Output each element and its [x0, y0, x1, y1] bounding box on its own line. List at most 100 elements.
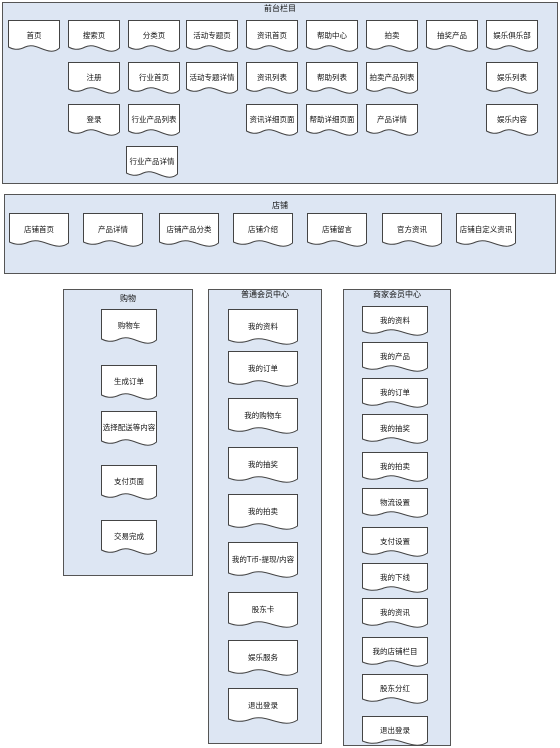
front-node-label: 娱乐内容 — [497, 114, 527, 124]
shop-node: 产品详情 — [83, 213, 143, 249]
member-node-shape — [228, 309, 298, 345]
front-node: 娱乐内容 — [486, 104, 538, 138]
shop-node-label: 店铺自定义资讯 — [459, 224, 513, 234]
member-node: 我的拍卖 — [228, 494, 298, 532]
front-node-label: 搜索页 — [82, 30, 106, 40]
shop-node: 店铺首页 — [9, 213, 69, 249]
merchant-node-label: 退出登录 — [380, 725, 410, 735]
front-node-shape — [128, 62, 180, 94]
cart-node-shape — [101, 309, 157, 344]
front-node-label: 娱乐列表 — [497, 72, 527, 82]
front-node-label: 首页 — [26, 30, 42, 40]
member-node-label: 娱乐服务 — [248, 652, 278, 662]
front-node: 分类页 — [128, 20, 180, 54]
front-node-label: 行业产品列表 — [131, 114, 177, 124]
shop-node-shape — [83, 213, 143, 247]
merchant-node: 物流设置 — [362, 488, 428, 520]
front-node: 资讯首页 — [246, 20, 298, 54]
merchant-node: 我的资讯 — [362, 598, 428, 630]
front-node-label: 拍卖产品列表 — [369, 72, 415, 82]
front-node-shape — [246, 62, 298, 94]
shop-node-label: 店铺首页 — [24, 224, 54, 234]
merchant-node: 我的产品 — [362, 342, 428, 374]
shop-node: 官方资讯 — [382, 213, 442, 249]
shop-node-shape — [159, 213, 219, 247]
front-node-label: 行业首页 — [139, 72, 169, 82]
shop-node: 店铺留言 — [307, 213, 367, 249]
cart-node: 选择配送等内容 — [101, 411, 157, 448]
member-node-label: 我的拍卖 — [248, 506, 278, 516]
front-node-label: 娱乐俱乐部 — [493, 30, 531, 40]
merchant-node-shape — [362, 637, 428, 667]
front-node-shape — [246, 104, 298, 136]
merchant-node-shape — [362, 342, 428, 372]
shop-node: 店铺自定义资讯 — [456, 213, 516, 249]
member-node-shape — [228, 542, 298, 578]
merchant-panel-title: 商家会员中心 — [373, 290, 421, 299]
member-node: 退出登录 — [228, 688, 298, 726]
merchant-node: 我的拍卖 — [362, 452, 428, 484]
merchant-node: 我的下线 — [362, 563, 428, 595]
member-node-label: 我的订单 — [248, 363, 278, 373]
shop-node-shape — [9, 213, 69, 247]
member-node: 我的资料 — [228, 309, 298, 347]
merchant-node-shape — [362, 563, 428, 593]
front-node-shape — [68, 62, 120, 94]
front-node-label: 产品详情 — [377, 114, 407, 124]
front-node-shape — [68, 104, 120, 136]
front-node: 帮助中心 — [306, 20, 358, 54]
member-node: 我的购物车 — [228, 398, 298, 436]
merchant-node-shape — [362, 488, 428, 518]
merchant-node: 我的资料 — [362, 306, 428, 338]
member-node-shape — [228, 688, 298, 724]
cart-node-label: 选择配送等内容 — [102, 423, 156, 432]
front-node-shape — [366, 62, 418, 94]
merchant-node-shape — [362, 378, 428, 408]
front-node-label: 抽奖产品 — [437, 30, 467, 40]
shop-node-label: 店铺留言 — [322, 224, 352, 234]
member-node-label: 我的抽奖 — [248, 459, 278, 469]
shop-node-label: 店铺产品分类 — [166, 224, 212, 234]
merchant-node-label: 我的店铺栏目 — [372, 646, 418, 656]
front-node-shape — [8, 20, 60, 52]
front-node: 登录 — [68, 104, 120, 138]
cart-node-shape — [101, 520, 157, 555]
front-node-shape — [246, 20, 298, 52]
front-node-shape — [426, 20, 478, 52]
member-node-label: 我的T币-提现/内容 — [231, 554, 295, 564]
shop-node: 店铺介绍 — [233, 213, 293, 249]
merchant-node-shape — [362, 598, 428, 628]
front-node: 活动专题页 — [186, 20, 238, 54]
front-node-shape — [306, 20, 358, 52]
front-node-shape — [128, 104, 180, 136]
front-node-shape — [486, 62, 538, 94]
merchant-node: 退出登录 — [362, 716, 428, 748]
front-node-shape — [68, 20, 120, 52]
shop-panel-title: 店铺 — [272, 201, 288, 210]
front-node-label: 行业产品详情 — [129, 156, 175, 166]
merchant-node-shape — [362, 306, 428, 336]
cart-node-label: 生成订单 — [114, 377, 144, 386]
front-node-shape — [486, 20, 538, 52]
member-node-shape — [228, 592, 298, 628]
cart-node-label: 支付页面 — [114, 477, 144, 486]
shop-node-label: 产品详情 — [98, 224, 128, 234]
member-node: 我的T币-提现/内容 — [228, 542, 298, 580]
member-node: 娱乐服务 — [228, 640, 298, 678]
front-node-label: 登录 — [86, 114, 102, 124]
front-node: 行业产品详情 — [126, 146, 178, 180]
front-node: 抽奖产品 — [426, 20, 478, 54]
cart-node: 交易完成 — [101, 520, 157, 557]
member-node: 我的抽奖 — [228, 447, 298, 485]
front-node: 帮助详细页面 — [306, 104, 358, 138]
front-node-shape — [128, 20, 180, 52]
merchant-node-label: 我的资讯 — [380, 607, 410, 617]
front-node-label: 活动专题详情 — [189, 72, 235, 82]
front-node-shape — [186, 62, 238, 94]
merchant-node-label: 我的拍卖 — [380, 461, 410, 471]
front-node-label: 分类页 — [142, 30, 166, 40]
shop-node-label: 店铺介绍 — [248, 224, 278, 234]
shop-node-shape — [307, 213, 367, 247]
front-node: 行业产品列表 — [128, 104, 180, 138]
front-node: 娱乐列表 — [486, 62, 538, 96]
